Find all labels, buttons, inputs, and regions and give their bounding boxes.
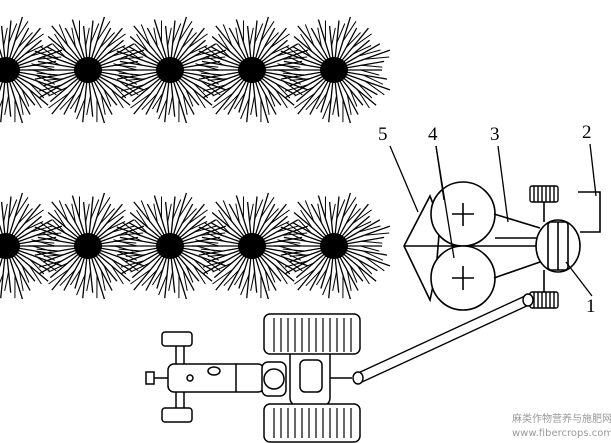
plant-cluster xyxy=(274,16,391,124)
plant-cluster xyxy=(110,192,227,300)
plant-cluster xyxy=(274,192,391,300)
callout-5: 5 xyxy=(378,124,388,145)
tractor-rear-wheel-lower xyxy=(263,403,361,443)
tractor-front-wheel-upper xyxy=(161,331,193,347)
side-plate xyxy=(578,191,601,233)
watermark-line-1: 麻类作物营养与施肥网 xyxy=(512,412,611,425)
header-frame xyxy=(493,213,541,279)
callout-1: 1 xyxy=(586,296,596,317)
plant-cluster xyxy=(192,192,309,300)
cutting-header xyxy=(403,181,601,311)
drawbar xyxy=(352,293,534,385)
plant-row-lower xyxy=(0,192,391,300)
callout-leaders xyxy=(389,143,597,297)
plant-cluster xyxy=(110,16,227,124)
callout-4: 4 xyxy=(428,124,438,145)
plant-cluster xyxy=(28,16,145,124)
watermark-line-2: www.fibercrops.com xyxy=(512,428,611,439)
tractor xyxy=(145,313,361,443)
tractor-tread xyxy=(273,318,352,438)
tractor-cab xyxy=(289,345,331,407)
tractor-front-wheel-lower xyxy=(161,407,193,423)
callout-2: 2 xyxy=(582,122,592,143)
callout-3: 3 xyxy=(490,124,500,145)
tractor-hood xyxy=(167,363,265,393)
header-wheel-upper xyxy=(529,185,559,203)
plant-cluster xyxy=(28,192,145,300)
tractor-rear-wheel-upper xyxy=(263,313,361,355)
plant-row-upper xyxy=(0,16,391,124)
header-wheel-lower xyxy=(529,291,559,309)
